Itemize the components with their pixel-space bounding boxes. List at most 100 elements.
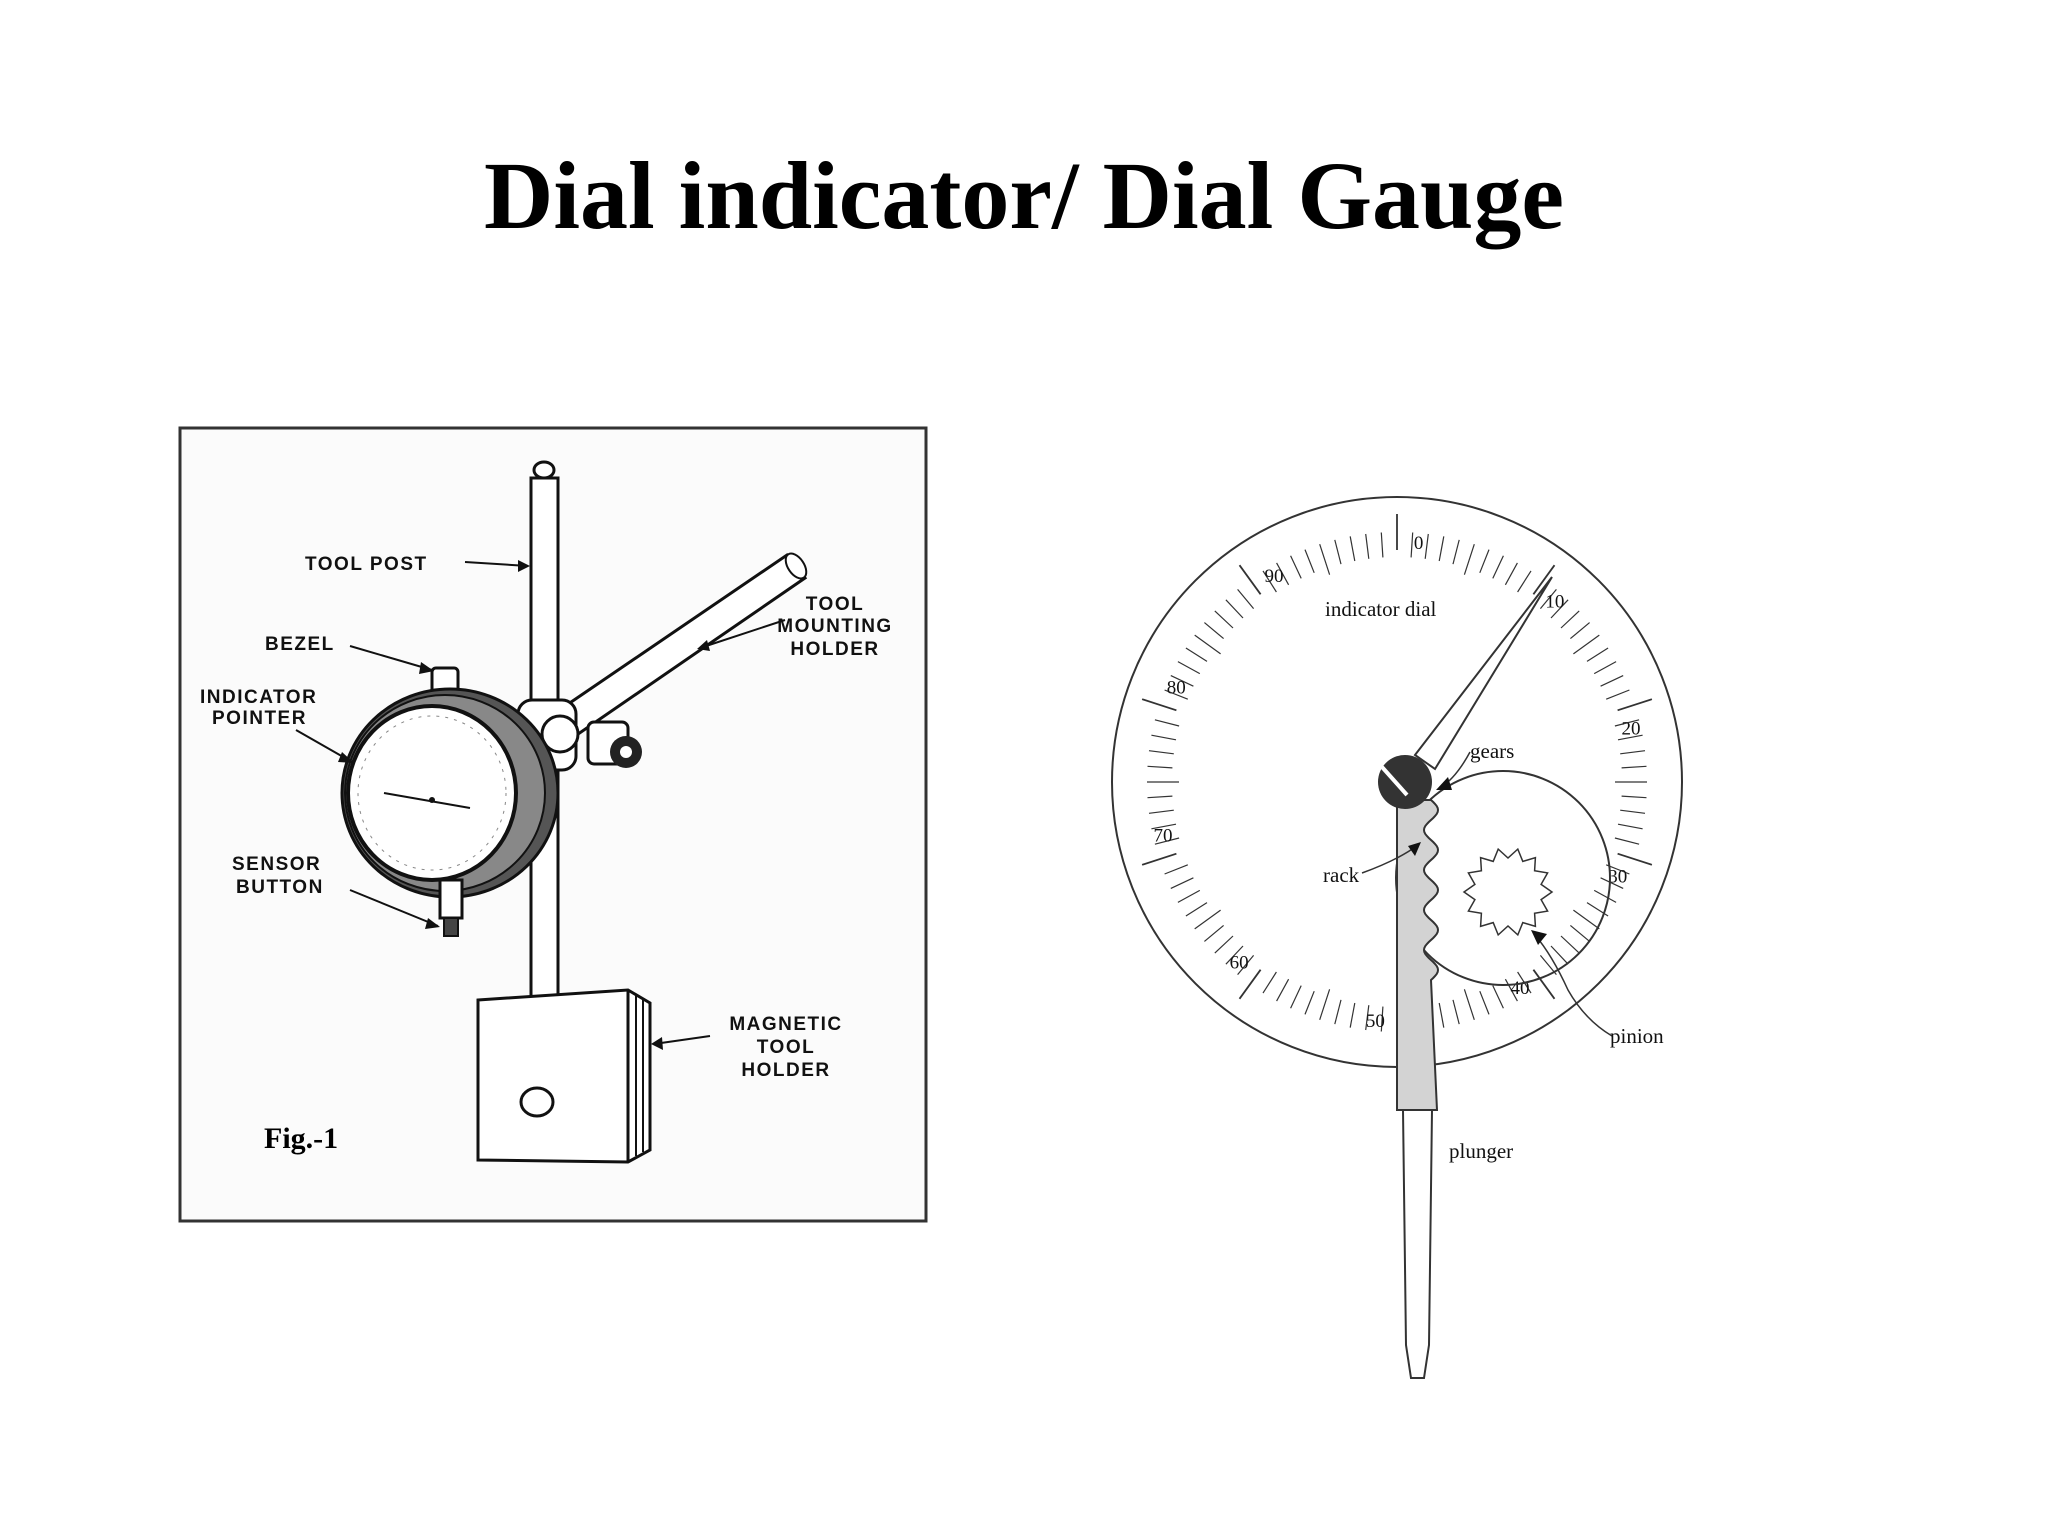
dial-tick — [1479, 549, 1490, 574]
dial-tick — [1290, 985, 1302, 1009]
dial-tick — [1600, 675, 1624, 687]
dial-tick — [1492, 985, 1504, 1009]
dial-tick — [1586, 647, 1609, 662]
dial-tick — [1438, 536, 1445, 562]
dial-tick — [1573, 909, 1600, 930]
dial-number: 90 — [1265, 566, 1284, 587]
dial-tick — [1570, 924, 1590, 942]
dial-tick — [1164, 689, 1189, 700]
dial-tick — [1621, 795, 1647, 799]
label-sensor-button-line2: BUTTON — [236, 877, 324, 898]
dial-indicator-body — [340, 666, 560, 937]
dial-tick — [1276, 978, 1290, 1002]
dial-tick — [1170, 877, 1194, 889]
dial-tick — [1617, 823, 1643, 830]
dial-tick — [1334, 999, 1342, 1025]
dial-tick — [1410, 532, 1414, 558]
dial-number: 60 — [1230, 953, 1249, 974]
dial-tick — [1151, 734, 1177, 741]
dial-tick — [1319, 544, 1331, 575]
dial-tick — [1304, 990, 1315, 1015]
dial-tick — [1238, 969, 1262, 1000]
label-plunger: plunger — [1449, 1139, 1513, 1163]
label-tool-mounting-holder-line3: HOLDER — [790, 639, 879, 660]
label-indicator-pointer-line2: POINTER — [212, 708, 307, 729]
dial-tick — [1141, 698, 1177, 712]
dial-tick — [1147, 765, 1173, 769]
dial-tick — [1479, 990, 1490, 1015]
dial-tick — [1550, 599, 1569, 619]
dial-number: 20 — [1622, 719, 1641, 740]
dial-tick — [1349, 1002, 1356, 1028]
dial-tick — [1262, 570, 1277, 593]
label-magnetic-tool-holder-line2: TOOL — [757, 1037, 815, 1058]
dial-tick — [1194, 909, 1221, 930]
dial-tick — [1225, 599, 1244, 619]
plunger-rack — [1396, 799, 1440, 1379]
dial-tick — [1560, 610, 1580, 629]
figure-caption: Fig.-1 — [264, 1122, 338, 1155]
dial-tick — [1620, 809, 1646, 814]
dial-tick — [1365, 533, 1370, 559]
label-indicator-pointer-line1: INDICATOR — [200, 687, 317, 708]
slide-title: Dial indicator/ Dial Gauge — [484, 142, 1564, 249]
dial-tick — [1532, 564, 1556, 595]
label-bezel: BEZEL — [265, 634, 335, 655]
dial-number: 40 — [1511, 978, 1530, 999]
dial-tick — [1319, 989, 1331, 1020]
dial-tick — [1334, 539, 1342, 565]
dial-number: 10 — [1545, 591, 1564, 612]
label-gears: gears — [1470, 739, 1514, 763]
label-rack: rack — [1323, 863, 1360, 887]
dial-tick — [1617, 734, 1643, 741]
dial-number: 80 — [1167, 678, 1186, 699]
dial-tick — [1148, 809, 1174, 814]
pinion-gear — [1462, 847, 1554, 937]
label-magnetic-tool-holder-line3: HOLDER — [741, 1060, 830, 1081]
dial-tick — [1204, 924, 1224, 942]
dial-tick — [1204, 622, 1224, 640]
label-tool-mounting-holder-line2: MOUNTING — [777, 616, 892, 637]
label-tool-mounting-holder-line1: TOOL — [806, 594, 864, 615]
right-arrowheads — [1408, 777, 1547, 945]
dial-tick — [1365, 1005, 1370, 1031]
dial-tick — [1452, 539, 1460, 565]
dial-indicator-stand-figure: TOOL POST BEZEL INDICATOR POINTER SENSOR… — [178, 426, 928, 1223]
dial-tick — [1154, 837, 1180, 845]
dial-tick — [1262, 971, 1277, 994]
dial-tick — [1438, 1002, 1445, 1028]
dial-tick — [1504, 978, 1518, 1002]
dial-tick — [1560, 935, 1580, 954]
dial-tick — [1151, 823, 1177, 830]
dial-tick — [1237, 955, 1255, 975]
dial-tick — [1573, 634, 1600, 655]
dial-tick — [1492, 555, 1504, 579]
dial-tick — [1164, 864, 1189, 875]
dial-tick — [1380, 532, 1384, 558]
dial-tick — [1614, 719, 1640, 727]
dial-tick — [1463, 989, 1475, 1020]
dial-tick — [1614, 837, 1640, 845]
dial-tick — [1539, 589, 1557, 609]
dial-tick — [1177, 889, 1201, 903]
dial-tick — [1593, 661, 1617, 675]
dial-tick — [1380, 1006, 1384, 1032]
dial-number: 0 — [1414, 533, 1424, 554]
dial-tick — [1147, 795, 1173, 799]
dial-tick — [1148, 750, 1174, 755]
label-sensor-button-line1: SENSOR — [232, 854, 321, 875]
left-arrowheads — [338, 560, 710, 1050]
dial-tick — [1170, 675, 1194, 687]
label-pinion: pinion — [1610, 1024, 1664, 1048]
dial-tick — [1517, 570, 1532, 593]
dial-tick — [1570, 622, 1590, 640]
dial-tick — [1550, 945, 1569, 965]
dial-tick — [1276, 562, 1290, 586]
dial-tick — [1141, 852, 1177, 866]
dial-tick — [1463, 544, 1475, 575]
label-tool-post: TOOL POST — [305, 554, 428, 575]
dial-number: 30 — [1608, 866, 1627, 887]
